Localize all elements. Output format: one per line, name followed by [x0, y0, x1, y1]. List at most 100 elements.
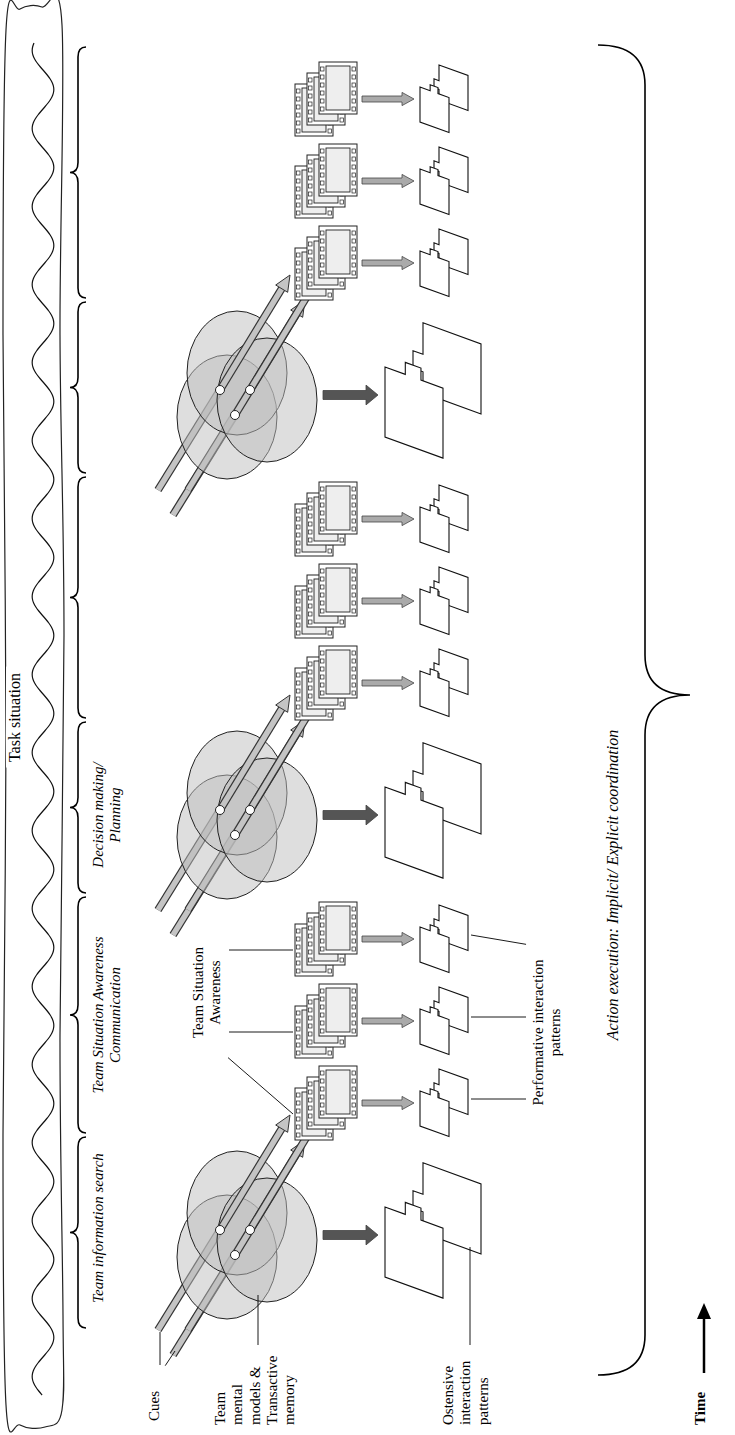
sprocket-hole — [297, 179, 301, 183]
film-stack — [295, 62, 357, 136]
sprocket-hole — [297, 607, 301, 611]
sprocket-hole — [352, 1029, 356, 1033]
cue-point — [246, 1226, 255, 1235]
sprocket-hole — [352, 931, 356, 935]
frame-image — [326, 230, 350, 274]
sprocket-hole — [328, 713, 332, 717]
phase-bracket — [70, 47, 86, 298]
frame-border — [319, 62, 357, 114]
block-arrow — [323, 1225, 378, 1245]
film-frame — [319, 144, 357, 196]
film-stack — [295, 984, 357, 1058]
band-outline — [3, 0, 64, 1432]
sprocket-hole — [309, 86, 313, 90]
sprocket-hole — [309, 1098, 313, 1102]
sprocket-hole — [321, 1005, 325, 1009]
sprocket-hole — [309, 94, 313, 98]
sprocket-hole — [297, 937, 301, 941]
sprocket-hole — [297, 1051, 301, 1055]
film-frame — [319, 902, 357, 954]
rod-edge — [250, 1127, 313, 1230]
sprocket-hole — [297, 623, 301, 627]
sprocket-hole — [309, 242, 313, 246]
puzzle-pieces — [420, 1062, 468, 1143]
sprocket-hole — [352, 527, 356, 531]
rod-fill — [220, 707, 283, 810]
sprocket-hole — [309, 958, 313, 962]
sprocket-hole — [321, 1095, 325, 1099]
block-arrow — [323, 385, 378, 405]
time-arrow-head — [697, 1303, 711, 1319]
sprocket-hole — [352, 67, 356, 71]
sprocket-hole — [321, 487, 325, 491]
sprocket-hole — [321, 75, 325, 79]
puzzle-piece — [385, 355, 443, 458]
sprocket-hole — [321, 1071, 325, 1075]
block-arrow — [362, 92, 414, 105]
sprocket-hole — [309, 110, 313, 114]
sprocket-hole — [309, 530, 313, 534]
sprocket-hole — [321, 609, 325, 613]
block-arrow — [362, 594, 414, 607]
phase-bracket — [70, 477, 86, 718]
sprocket-hole — [352, 503, 356, 507]
rod-fill — [220, 287, 283, 390]
sprocket-hole — [340, 282, 344, 286]
sprocket-hole — [321, 683, 325, 687]
sprocket-hole — [321, 157, 325, 161]
sprocket-hole — [309, 514, 313, 518]
sprocket-hole — [309, 678, 313, 682]
sprocket-hole — [309, 522, 313, 526]
film-stack — [295, 564, 357, 638]
sprocket-hole — [352, 1095, 356, 1099]
frame-image — [326, 1070, 350, 1114]
film-frame — [319, 984, 357, 1036]
frame-image — [326, 148, 350, 192]
sprocket-hole — [309, 686, 313, 690]
puzzle-pieces — [420, 222, 468, 303]
leader-line — [229, 1032, 293, 1033]
sprocket-hole — [297, 517, 301, 521]
team-cognition-ellipses — [177, 731, 317, 899]
sprocket-hole — [321, 503, 325, 507]
sprocket-hole — [309, 934, 313, 938]
sprocket-hole — [352, 181, 356, 185]
callout-label: Team Situation Awareness — [190, 930, 225, 1055]
sprocket-hole — [352, 189, 356, 193]
sprocket-hole — [352, 569, 356, 573]
puzzle-pieces — [420, 898, 468, 979]
leader-line — [470, 1247, 471, 1345]
arrow-head — [276, 695, 290, 712]
sprocket-hole — [309, 1032, 313, 1036]
puzzle-piece — [420, 245, 449, 297]
sprocket-hole — [352, 75, 356, 79]
sprocket-hole — [297, 1043, 301, 1047]
sprocket-hole — [321, 651, 325, 655]
phase-bracket — [70, 897, 86, 1133]
sprocket-hole — [321, 173, 325, 177]
sprocket-hole — [352, 667, 356, 671]
rod-fill — [250, 1127, 313, 1230]
sprocket-hole — [352, 659, 356, 663]
sprocket-hole — [352, 1013, 356, 1017]
sprocket-hole — [321, 1103, 325, 1107]
callout-label: Ostensive interaction patterns — [440, 1349, 492, 1425]
sprocket-hole — [309, 918, 313, 922]
sprocket-hole — [321, 989, 325, 993]
sprocket-hole — [352, 1071, 356, 1075]
frame-border — [319, 226, 357, 278]
callout-label: Performative interaction patterns — [530, 945, 565, 1120]
frame-image — [326, 906, 350, 950]
sprocket-hole — [352, 1021, 356, 1025]
sprocket-hole — [321, 1013, 325, 1017]
sprocket-hole — [352, 923, 356, 927]
cue-point — [216, 386, 225, 395]
block-arrow — [362, 512, 414, 525]
puzzle-pieces — [420, 478, 468, 559]
axis-label: Time — [692, 1375, 709, 1425]
sprocket-hole — [321, 1029, 325, 1033]
frame-border — [319, 564, 357, 616]
rod-fill — [250, 707, 313, 810]
film-stack — [295, 226, 357, 300]
